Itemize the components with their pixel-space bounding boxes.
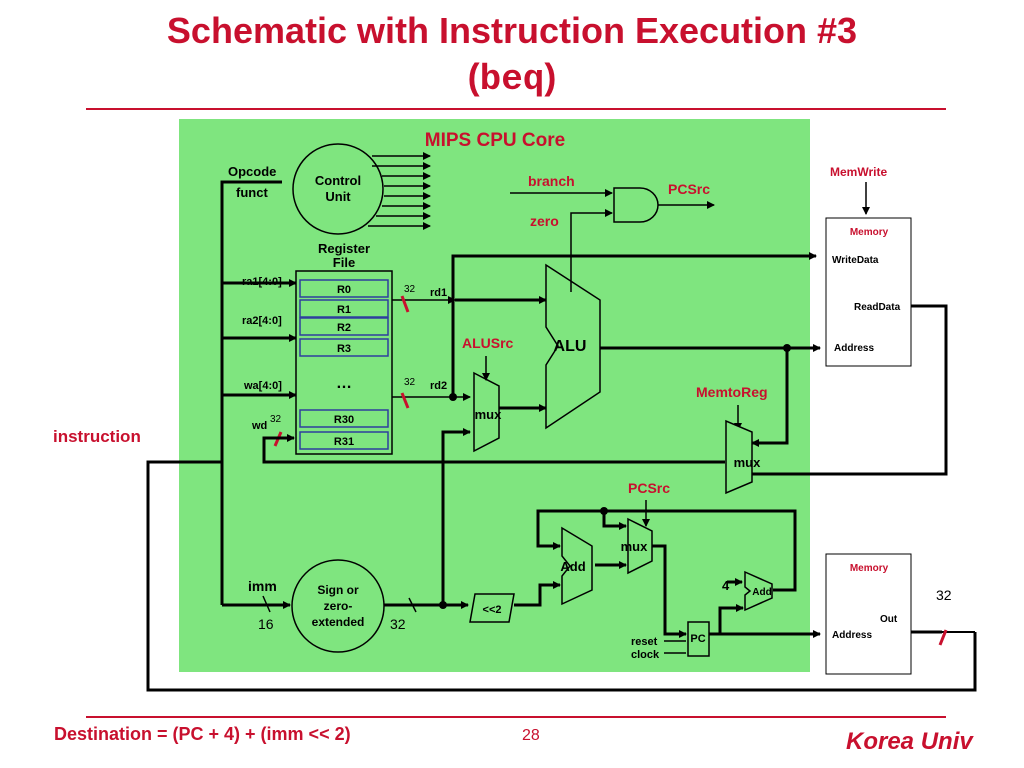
opcode-label: Opcode <box>228 164 276 179</box>
rd1-label: rd1 <box>430 287 447 299</box>
alusrc-mux <box>473 371 500 453</box>
branch-adder-label: Add <box>560 559 585 574</box>
pc-adder-label: Add <box>752 587 771 598</box>
data-address-label: Address <box>834 343 874 354</box>
instruction-memory-label: Memory <box>850 563 889 574</box>
control-unit-label-1: Control <box>315 173 361 188</box>
regfile-label-2: File <box>333 255 355 270</box>
register-r2: R2 <box>299 317 389 336</box>
pcsrc-label-top: PCSrc <box>668 181 710 197</box>
register-r3: R3 <box>299 338 389 357</box>
rd1-width: 32 <box>404 284 416 295</box>
register-r30: R30 <box>299 409 389 428</box>
memtoreg-mux <box>725 419 753 495</box>
sign-extender <box>291 559 385 653</box>
ra1-label: ra1[4:0] <box>242 276 282 288</box>
register-r3-label: R3 <box>337 343 351 355</box>
readdata-label: ReadData <box>854 302 901 313</box>
brand-footer: Korea Univ <box>846 728 973 755</box>
register-r31: R31 <box>299 431 389 450</box>
pc-register-label: PC <box>690 633 705 645</box>
instruction-address-label: Address <box>832 630 872 641</box>
clock-label: clock <box>631 649 660 661</box>
data-memory-label: Memory <box>850 227 889 238</box>
register-r1: R1 <box>299 299 389 318</box>
datapath-wires <box>262 252 948 638</box>
sign-extender-label-2: zero- <box>324 599 353 613</box>
alusrc-label: ALUSrc <box>462 335 514 351</box>
reset-label: reset <box>631 636 658 648</box>
memtoreg-label: MemtoReg <box>696 384 768 400</box>
sign-extender-label-1: Sign or <box>317 583 359 597</box>
instruction-slash <box>938 629 948 646</box>
branch-target-formula: Destination = (PC + 4) + (imm << 2) <box>54 724 351 744</box>
branch-wires <box>510 189 715 292</box>
instruction-label: instruction <box>53 427 141 446</box>
instruction-bus <box>146 180 977 692</box>
pc-register <box>687 621 710 657</box>
register-r31-label: R31 <box>334 436 354 448</box>
control-signals <box>368 152 431 230</box>
zero-label: zero <box>530 213 559 229</box>
instruction-memory-out-label: Out <box>880 614 898 625</box>
signext-width-tick <box>408 597 417 613</box>
alusrc-mux-label: mux <box>475 407 503 422</box>
branch-adder <box>561 526 593 606</box>
junction-pcplus4 <box>600 507 608 515</box>
branch-label: branch <box>528 173 575 189</box>
wa-label: wa[4:0] <box>243 380 282 392</box>
register-ellipsis: … <box>336 375 352 392</box>
imm-width-label: 16 <box>258 616 274 632</box>
data-memory <box>825 217 912 367</box>
sign-extender-label-3: extended <box>312 615 365 629</box>
junction-rd2 <box>449 393 457 401</box>
alu-label: ALU <box>554 338 587 355</box>
title-instruction-code: beq <box>479 59 545 100</box>
rd1-slash <box>400 295 410 313</box>
junction-signext <box>439 601 447 609</box>
title-divider <box>86 108 946 110</box>
cpu-core-label: MIPS CPU Core <box>425 130 565 151</box>
instruction-memory <box>825 553 912 675</box>
rd2-slash <box>400 392 410 409</box>
control-unit <box>292 143 384 235</box>
memwrite-label: MemWrite <box>830 165 887 179</box>
funct-label: funct <box>236 185 268 200</box>
register-r2-label: R2 <box>337 322 351 334</box>
slide-title: Schematic with Instruction Execution #3 <box>166 10 858 51</box>
control-unit-label-2: Unit <box>325 189 351 204</box>
imm-width-tick <box>262 595 271 613</box>
title-paren-open: ( <box>467 56 480 97</box>
rd2-width: 32 <box>404 377 416 388</box>
branch-and-gate <box>613 187 659 223</box>
title-paren-close: ) <box>544 56 557 97</box>
ra2-label: ra2[4:0] <box>242 315 282 327</box>
signext-width-label: 32 <box>390 616 406 632</box>
pc-increment-constant: 4 <box>722 578 730 593</box>
regfile-label-1: Register <box>318 241 370 256</box>
wd-width: 32 <box>270 414 282 425</box>
alu <box>545 263 601 430</box>
instruction-width-label: 32 <box>936 587 952 603</box>
writedata-label: WriteData <box>832 255 879 266</box>
pcsrc-label-bottom: PCSrc <box>628 480 670 496</box>
footer-divider <box>86 716 946 718</box>
register-r0: R0 <box>299 279 389 298</box>
pc-mux-label: mux <box>621 539 649 554</box>
wd-label: wd <box>251 420 267 432</box>
register-r0-label: R0 <box>337 284 351 296</box>
pc-mux <box>627 517 653 575</box>
rd2-label: rd2 <box>430 380 447 392</box>
memtoreg-mux-label: mux <box>734 455 762 470</box>
shift-left-2-label: <<2 <box>483 604 502 616</box>
imm-label: imm <box>248 578 277 594</box>
slide-title-line2: (beq) <box>0 56 1024 100</box>
pc-adder <box>744 570 773 612</box>
register-r1-label: R1 <box>337 304 351 316</box>
page-number: 28 <box>522 727 540 744</box>
register-r30-label: R30 <box>334 414 354 426</box>
shift-left-2 <box>469 593 515 623</box>
junction-aluout <box>783 344 791 352</box>
